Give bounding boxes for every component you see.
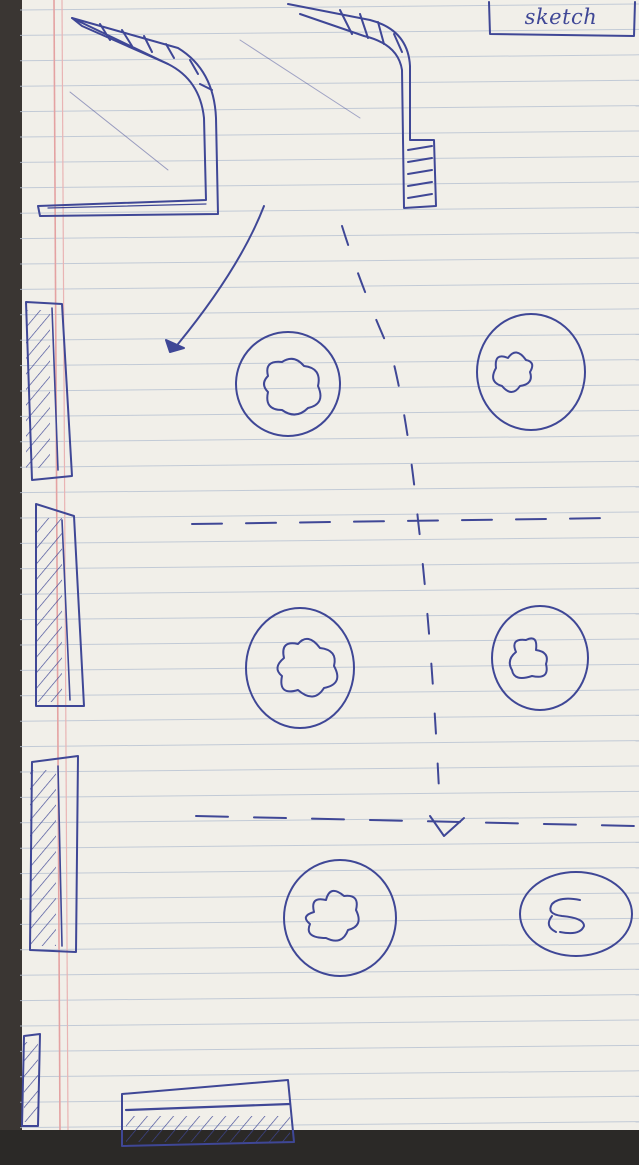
left-booth-4 bbox=[22, 1034, 40, 1126]
paper-sheet bbox=[20, 0, 639, 1130]
sketch-label: sketch bbox=[487, 0, 635, 34]
page-bottom-shadow bbox=[0, 1130, 639, 1160]
page-left-shadow bbox=[0, 0, 22, 1160]
